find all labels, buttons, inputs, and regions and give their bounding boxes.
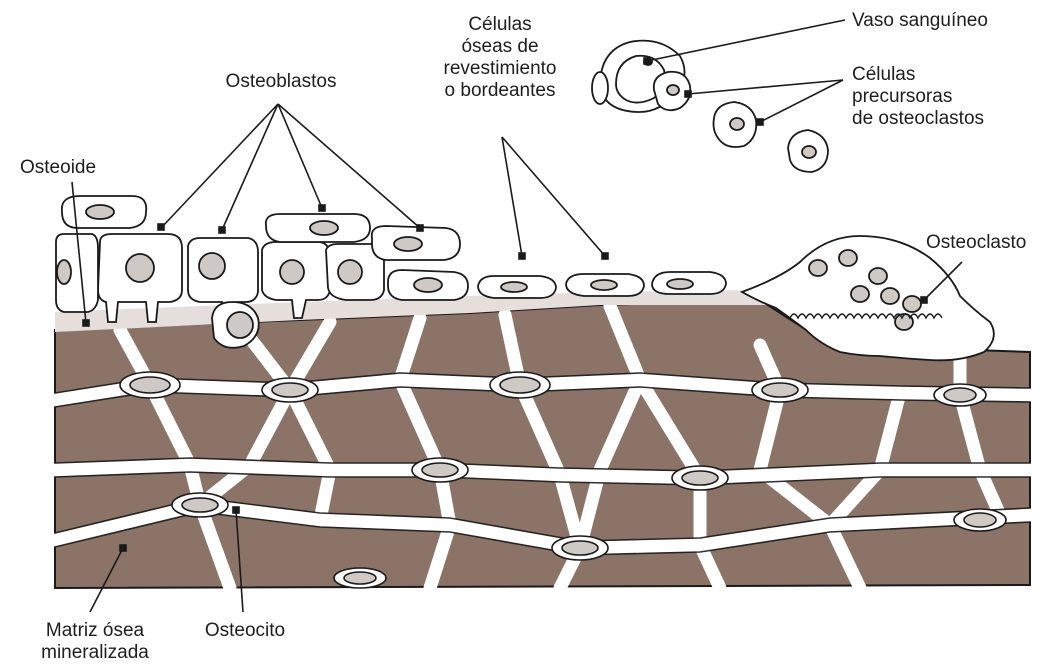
osteoclast-precursors (654, 72, 828, 172)
label-lining-line4: o bordeantes (420, 80, 580, 102)
label-matriz-line1: Matriz ósea (20, 620, 170, 642)
label-precursor-line2: precursoras (852, 86, 984, 108)
label-precursoras: Células precursoras de osteoclastos (852, 64, 984, 130)
label-lining-line3: revestimiento (420, 58, 580, 80)
label-lining-line1: Células (420, 14, 580, 36)
label-osteocito: Osteocito (190, 620, 300, 642)
label-matriz-line2: mineralizada (20, 642, 170, 664)
label-matriz: Matriz ósea mineralizada (20, 620, 170, 664)
label-osteoclasto: Osteoclasto (926, 232, 1026, 254)
label-precursor-line1: Células (852, 64, 984, 86)
label-lining-line2: óseas de (420, 36, 580, 58)
label-osteoide: Osteoide (20, 157, 96, 179)
lining-cells (478, 272, 726, 298)
label-lining-cells: Células óseas de revestimiento o bordean… (420, 14, 580, 102)
label-vaso-sanguineo: Vaso sanguíneo (852, 10, 988, 32)
label-precursor-line3: de osteoclastos (852, 108, 984, 130)
label-osteoblastos: Osteoblastos (206, 71, 356, 93)
